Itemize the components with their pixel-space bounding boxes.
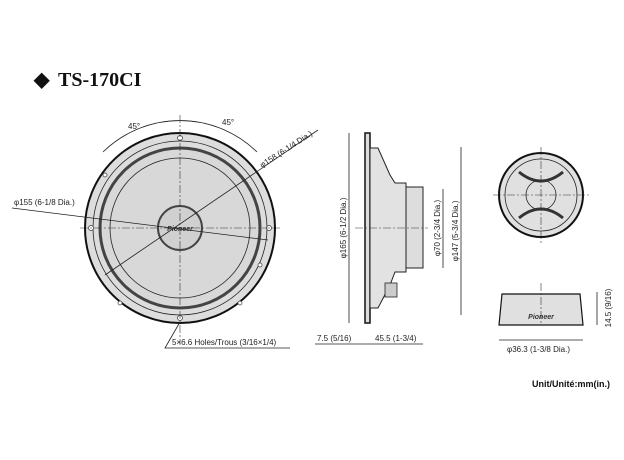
terminal <box>384 282 398 298</box>
title-marker: ◆ <box>33 69 50 91</box>
page-title: TS-170CI <box>58 69 142 91</box>
dia-158-label: φ158 (6-1/4 Dia.) <box>258 129 314 170</box>
depth-flange-label: 7.5 (5/16) <box>317 334 352 343</box>
tweeter-dia-label: φ36.3 (1-3/8 Dia.) <box>507 345 570 354</box>
angle-left-label: 45° <box>128 122 140 131</box>
holes-label: 5×6.6 Holes/Trous (3/16×1/4) <box>172 338 277 347</box>
depth-mount-label: 45.5 (1-3/4) <box>375 334 417 343</box>
front-logo: Pioneer <box>167 226 194 233</box>
holes-leader <box>164 321 290 349</box>
tweeter-body <box>498 293 584 326</box>
angle-arc <box>102 120 258 153</box>
unit-label: Unit/Unité:mm(in.) <box>532 379 610 389</box>
dia-147-label: φ147 (5-3/4 Dia.) <box>451 200 460 261</box>
side-view: φ165 (6-1/2 Dia.) φ70 (2-3/4 Dia.) φ147 … <box>315 132 462 345</box>
dia-155-line <box>11 207 269 241</box>
tweeter-height-label: 14.5 (9/16) <box>604 288 613 327</box>
magnet <box>405 186 424 269</box>
tweeter-logo: Pioneer <box>528 314 555 321</box>
dia-165-label: φ165 (6-1/2 Dia.) <box>339 197 348 258</box>
tweeter-side-view: Pioneer 14.5 (9/16) φ36.3 (1-3/8 Dia.) <box>498 283 613 354</box>
dia-155-label: φ155 (6-1/8 Dia.) <box>14 198 75 207</box>
dia-158-line <box>104 129 319 276</box>
dia-70-label: φ70 (2-3/4 Dia.) <box>433 200 442 257</box>
tweeter-top-view <box>493 147 589 243</box>
front-view: Pioneer 45° 45° φ158 (6-1/4 Dia.) φ155 (… <box>11 115 319 349</box>
angle-right-label: 45° <box>222 118 234 127</box>
